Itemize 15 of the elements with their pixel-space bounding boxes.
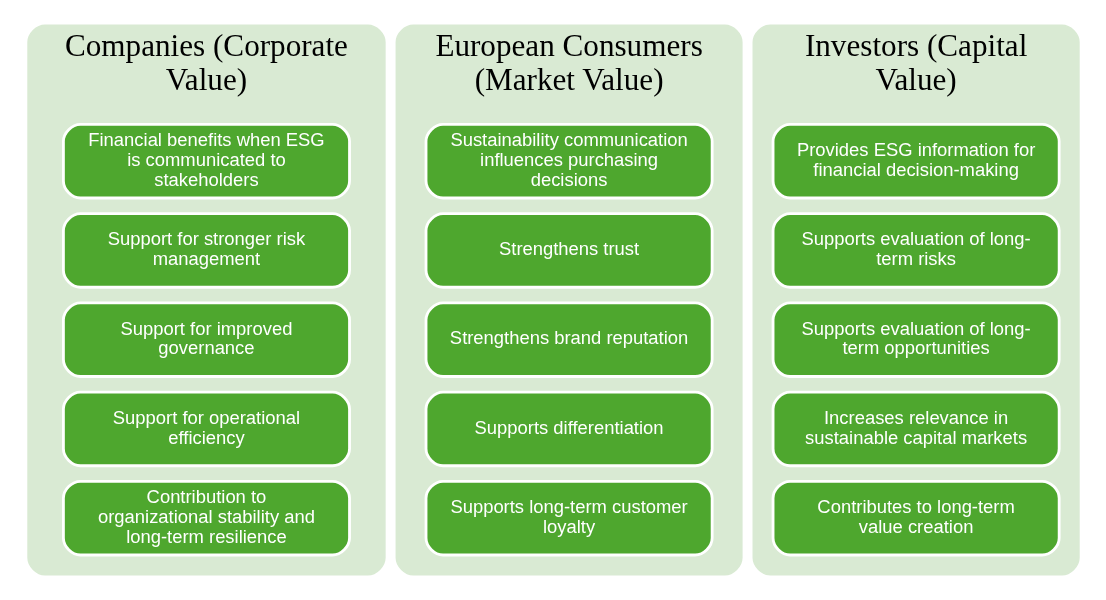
- node-box: Sustainability communication influences purchasing decisions: [424, 122, 714, 200]
- node-box: Supports long-term customer loyalty: [424, 479, 714, 557]
- node-box: Support for improved governance: [61, 301, 351, 378]
- node-box: Supports differentiation: [424, 390, 714, 468]
- node-box: Provides ESG information for financial decision-making: [771, 122, 1061, 200]
- node-box: Support for operational efficiency: [61, 390, 351, 468]
- node-box: Supports evaluation of long-term risks: [771, 212, 1061, 289]
- node-box: Supports evaluation of long-term opportunities: [771, 301, 1061, 378]
- node-box: Contributes to long-term value creation: [771, 479, 1061, 557]
- node-box: Increases relevance in sustainable capital markets: [771, 390, 1061, 468]
- node-box: Support for stronger risk management: [61, 212, 351, 289]
- node-box: Strengthens brand reputation: [424, 301, 714, 378]
- node-box: Strengthens trust: [424, 212, 714, 289]
- node-box: Financial benefits when ESG is communicated to stakeholders: [61, 122, 351, 200]
- node-box: Contribution to organizational stability and long-term resilience: [61, 479, 351, 557]
